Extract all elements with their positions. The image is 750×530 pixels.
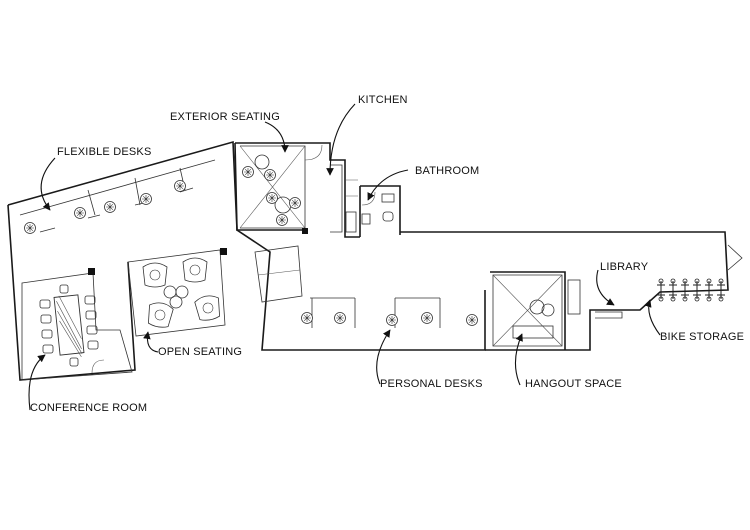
room-labels: EXTERIOR SEATING KITCHEN FLEXIBLE DESKS … [30, 94, 744, 414]
column [302, 228, 308, 234]
label-bike-storage: BIKE STORAGE [660, 331, 744, 343]
hangout-space-area [490, 271, 581, 350]
label-conference-room: CONFERENCE ROOM [30, 402, 147, 414]
label-personal-desks: PERSONAL DESKS [380, 378, 483, 390]
label-exterior-seating: EXTERIOR SEATING [170, 111, 280, 123]
label-flexible-desks: FLEXIBLE DESKS [57, 146, 152, 158]
flexible-desks [19, 159, 216, 234]
label-kitchen: KITCHEN [358, 94, 408, 106]
entry-vestibule [254, 245, 303, 303]
open-seating [127, 249, 226, 337]
callout-arrows [28, 103, 661, 411]
label-library: LIBRARY [600, 261, 649, 273]
column [88, 268, 95, 275]
exterior-seating-area [239, 144, 323, 229]
conference-chairs [39, 284, 99, 367]
personal-desks [301, 297, 478, 328]
kitchen-area [330, 164, 358, 233]
label-open-seating: OPEN SEATING [158, 346, 242, 358]
library-area [595, 311, 623, 319]
bathroom-area [361, 191, 395, 225]
column [220, 248, 227, 255]
label-bathroom: BATHROOM [415, 165, 479, 177]
label-hangout-space: HANGOUT SPACE [525, 378, 622, 390]
conference-room [21, 272, 133, 381]
bike-storage-area [656, 244, 743, 302]
